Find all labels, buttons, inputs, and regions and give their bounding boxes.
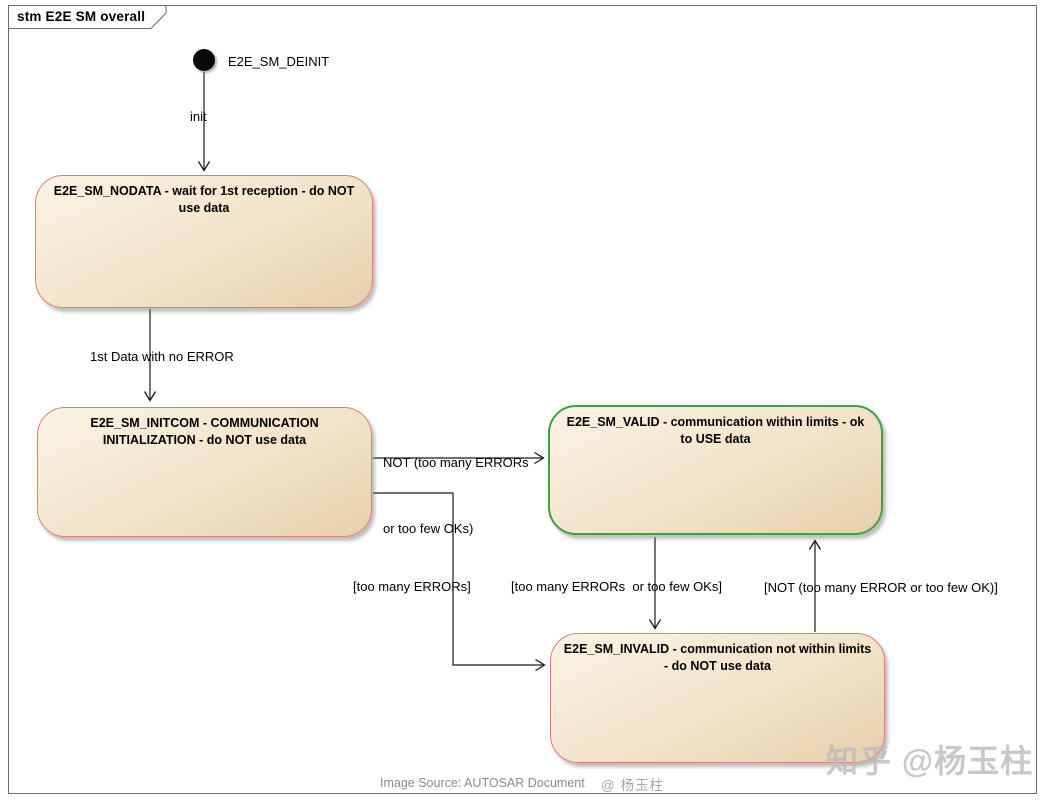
diagram-title: stm E2E SM overall <box>17 9 146 24</box>
transition-label-invalid-to-valid: [NOT (too many ERROR or too few OK)] <box>764 580 998 595</box>
transition-label-initcom-to-valid: NOT (too many ERRORs or too few OKs) <box>383 408 529 584</box>
transition-label-initcom-to-valid-line2: or too few OKs) <box>383 521 474 536</box>
author-caption: @ 杨玉柱 <box>601 778 664 793</box>
zhihu-watermark: 知乎 @杨玉柱 <box>826 743 1034 779</box>
state-invalid: E2E_SM_INVALID - communication not withi… <box>550 633 885 763</box>
transition-label-initcom-to-valid-line1: NOT (too many ERRORs <box>383 455 529 470</box>
state-initcom-label: E2E_SM_INITCOM - COMMUNICATION INITIALIZ… <box>90 416 319 447</box>
image-source-caption: Image Source: AUTOSAR Document <box>380 776 585 790</box>
edge-initcom-to-invalid <box>373 492 546 672</box>
transition-label-initcom-to-invalid: [too many ERRORs] <box>353 579 471 594</box>
state-invalid-label: E2E_SM_INVALID - communication not withi… <box>563 642 872 673</box>
transition-label-valid-to-invalid: [too many ERRORs or too few OKs] <box>511 579 722 594</box>
state-nodata-label: E2E_SM_NODATA - wait for 1st reception -… <box>53 184 355 215</box>
state-initcom: E2E_SM_INITCOM - COMMUNICATION INITIALIZ… <box>37 407 372 537</box>
frame-border <box>8 5 1037 794</box>
state-valid: E2E_SM_VALID - communication within limi… <box>548 405 883 535</box>
state-valid-label: E2E_SM_VALID - communication within limi… <box>566 415 865 446</box>
transition-label-init: init <box>190 109 207 124</box>
state-nodata: E2E_SM_NODATA - wait for 1st reception -… <box>35 175 373 308</box>
initial-state-icon <box>193 49 215 71</box>
transition-label-first-data: 1st Data with no ERROR <box>90 349 234 364</box>
frame-title-tab <box>8 5 167 29</box>
initial-state-label: E2E_SM_DEINIT <box>228 54 330 69</box>
